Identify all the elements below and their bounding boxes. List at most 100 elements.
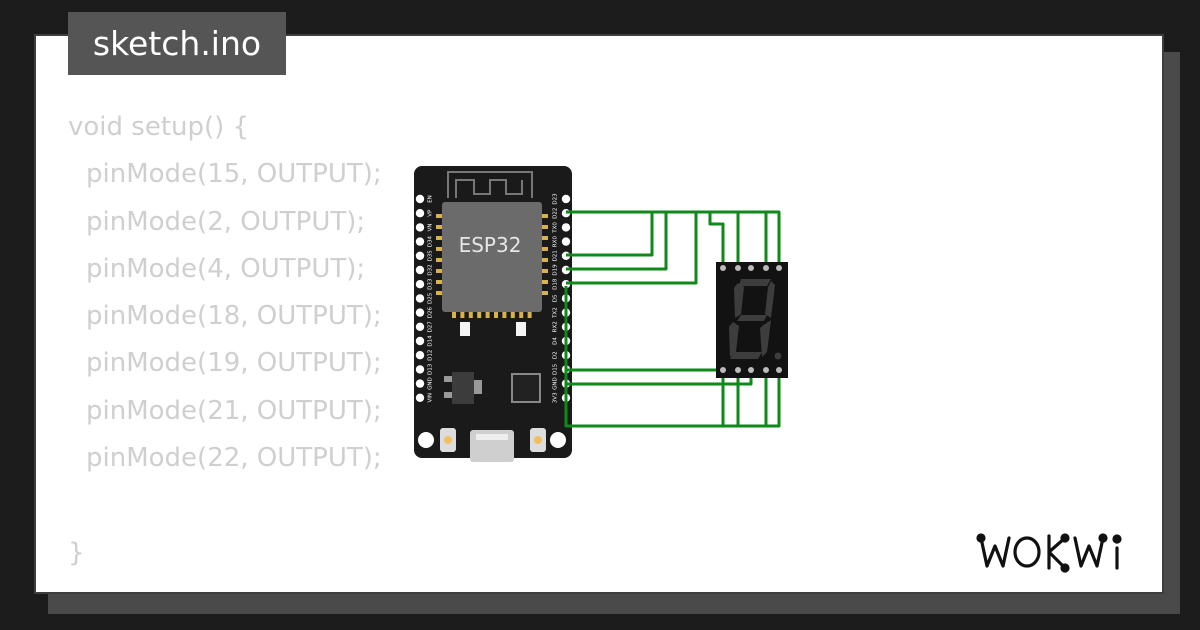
module-pad	[436, 291, 442, 295]
left-pin-label: D26	[428, 306, 434, 318]
left-pin[interactable]	[415, 209, 425, 218]
code-line: pinMode(21, OUTPUT);	[86, 395, 382, 426]
display-pin[interactable]	[748, 265, 754, 271]
capacitor	[460, 322, 470, 336]
filename-tab[interactable]: sketch.ino	[68, 12, 286, 75]
right-pin-label: D15	[553, 363, 559, 375]
display-pin[interactable]	[763, 367, 769, 373]
mounting-hole	[418, 432, 434, 448]
display-pin[interactable]	[735, 367, 741, 373]
wire-d22	[566, 210, 781, 266]
esp32-board[interactable]: ESP32 ENVPVND34D35D32D33D25D26D27D14D12D…	[414, 166, 572, 462]
display-pin[interactable]	[720, 265, 726, 271]
module-pad	[527, 312, 532, 318]
module-pad	[519, 312, 524, 318]
left-pin-label: D34	[428, 235, 434, 247]
code-line: pinMode(15, OUTPUT);	[86, 159, 382, 190]
right-pin-label: GND	[553, 377, 559, 390]
right-pin-label: D18	[553, 278, 559, 290]
right-pin[interactable]	[561, 237, 571, 246]
display-pin[interactable]	[735, 265, 741, 271]
module-pad	[502, 312, 507, 318]
left-pin-label: D13	[428, 363, 434, 375]
right-pin-label: D19	[553, 264, 559, 276]
module-pad	[494, 312, 498, 318]
module-pad	[436, 214, 442, 218]
segment-b	[765, 281, 775, 318]
module-pad	[485, 312, 490, 318]
left-pin[interactable]	[415, 365, 425, 374]
left-pin[interactable]	[415, 322, 425, 331]
segment-d	[730, 352, 762, 359]
wire-seg-dp	[766, 372, 781, 428]
module-pad	[436, 280, 442, 284]
left-pin[interactable]	[415, 237, 425, 246]
wokwi-logo	[976, 533, 1122, 573]
segment-c	[760, 320, 771, 357]
left-pin-label: D14	[428, 335, 434, 347]
left-pin[interactable]	[415, 308, 425, 317]
left-pin-label: VIN	[428, 393, 434, 403]
wire-seg-e	[723, 372, 740, 428]
right-pin-label: RX2	[553, 321, 559, 332]
module-pad	[542, 291, 548, 295]
segment-dp	[774, 352, 782, 360]
right-pin-label: TX0	[553, 222, 559, 234]
display-pin[interactable]	[776, 367, 782, 373]
left-pin-label: VP	[428, 209, 434, 217]
esp32-module	[442, 202, 542, 312]
right-pin-label: D21	[553, 250, 559, 261]
left-pin[interactable]	[415, 280, 425, 289]
right-pin-label: D23	[553, 193, 559, 205]
left-pin-label: D32	[428, 264, 434, 275]
module-pad	[436, 225, 442, 229]
module-pad	[436, 236, 442, 240]
module-pad	[460, 312, 465, 318]
right-pin-label: D2	[553, 351, 559, 359]
wire-d4	[566, 368, 725, 372]
display-pin[interactable]	[748, 367, 754, 373]
left-pin[interactable]	[415, 223, 425, 232]
right-pin-label: TX2	[553, 307, 559, 319]
left-pin[interactable]	[415, 194, 425, 204]
left-pin-label: D27	[428, 321, 434, 333]
voltage-regulator	[452, 372, 474, 404]
left-pin-label: D35	[428, 250, 434, 262]
code-line: }	[68, 537, 85, 568]
seven-segment-display[interactable]	[716, 262, 788, 378]
left-pin[interactable]	[415, 379, 425, 388]
right-pin-label: D5	[553, 294, 559, 302]
right-pin-label: 3V3	[553, 392, 559, 403]
code-editor[interactable]: void setup() { pinMode(15, OUTPUT); pinM…	[68, 104, 488, 577]
module-pad	[468, 312, 473, 318]
wire-d21	[566, 210, 768, 266]
display-pin[interactable]	[776, 265, 782, 271]
mounting-hole	[550, 432, 566, 448]
left-pin[interactable]	[415, 265, 425, 275]
left-pin[interactable]	[415, 294, 425, 303]
left-pin[interactable]	[415, 251, 425, 260]
right-pin[interactable]	[561, 194, 571, 204]
segments	[729, 279, 782, 360]
module-pad	[436, 247, 442, 251]
wires	[564, 210, 781, 428]
module-pad	[436, 258, 442, 262]
segment-a	[739, 279, 771, 286]
display-pin[interactable]	[763, 265, 769, 271]
display-pins	[720, 265, 782, 373]
left-pin-label: D12	[428, 350, 434, 361]
button-cap	[444, 436, 452, 444]
left-pin[interactable]	[415, 393, 425, 402]
module-pad	[436, 269, 442, 273]
wire-d15	[564, 286, 725, 428]
regulator-tab	[474, 380, 482, 394]
display-pin[interactable]	[720, 367, 726, 373]
left-pin[interactable]	[415, 336, 425, 346]
left-pin[interactable]	[415, 351, 425, 360]
module-pad	[542, 247, 548, 251]
code-card	[34, 34, 1164, 594]
right-pin[interactable]	[561, 223, 571, 232]
right-pin-label: RX0	[553, 236, 559, 248]
code-line: pinMode(2, OUTPUT);	[86, 206, 366, 237]
usb-port-slot	[476, 434, 508, 440]
